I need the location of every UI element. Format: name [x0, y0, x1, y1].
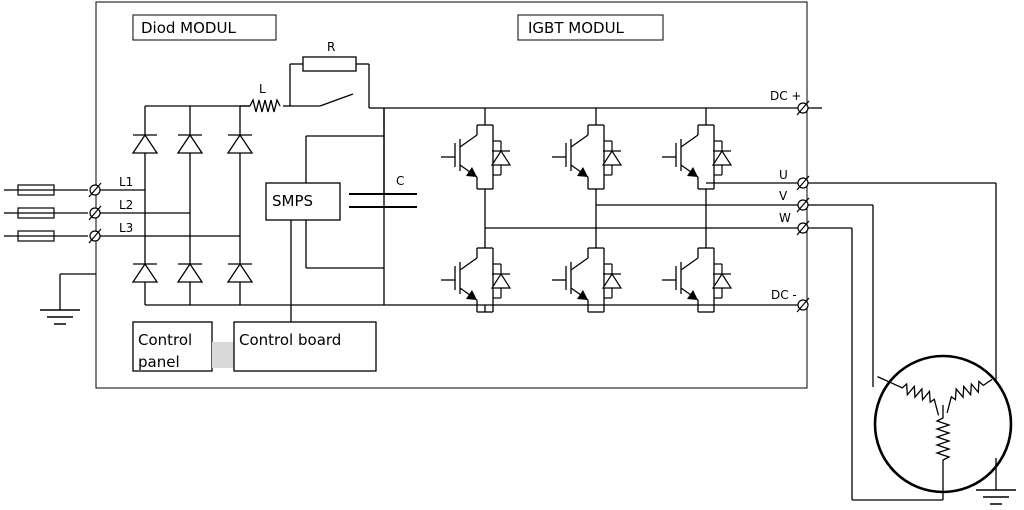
- label-v: V: [779, 189, 788, 203]
- control-panel: [132, 321, 213, 372]
- smps-label: SMPS: [272, 192, 313, 210]
- control-board-label: Control board: [239, 331, 341, 349]
- igbt-module-label: IGBT MODUL: [517, 14, 664, 41]
- input-terminals: [88, 182, 102, 244]
- label-w: W: [779, 211, 791, 225]
- label-l1: L1: [119, 175, 133, 189]
- diode-module-label: Diod MODUL: [132, 14, 277, 41]
- diode-bridge: [132, 105, 253, 306]
- control-panel-label-1: Control: [138, 331, 192, 349]
- input-fuses: [4, 184, 88, 242]
- capacitor: [349, 108, 417, 208]
- phase-output-wires: [485, 182, 798, 229]
- label-dc-plus: DC +: [770, 89, 802, 103]
- left-ground: [39, 273, 96, 325]
- precharge-circuit: [289, 56, 384, 109]
- label-l2: L2: [119, 198, 133, 212]
- panel-board-link: [212, 342, 234, 368]
- capacitor-label: C: [396, 174, 404, 188]
- label-l3: L3: [119, 221, 133, 235]
- label-u: U: [779, 168, 788, 182]
- label-dc-minus: DC -: [771, 288, 797, 302]
- motor-cables: [808, 182, 997, 501]
- inductor-label: L: [259, 82, 266, 96]
- svg-text:IGBT MODUL: IGBT MODUL: [528, 19, 625, 37]
- control-board: [233, 321, 377, 372]
- control-panel-label-2: panel: [138, 353, 180, 371]
- svg-text:Diod MODUL: Diod MODUL: [141, 19, 236, 37]
- igbt-inverter: [441, 108, 731, 312]
- motor-ground: [975, 458, 1017, 505]
- inductor: [240, 98, 290, 113]
- resistor-label: R: [327, 40, 335, 54]
- motor: [873, 354, 1013, 494]
- smps-block: [265, 135, 384, 322]
